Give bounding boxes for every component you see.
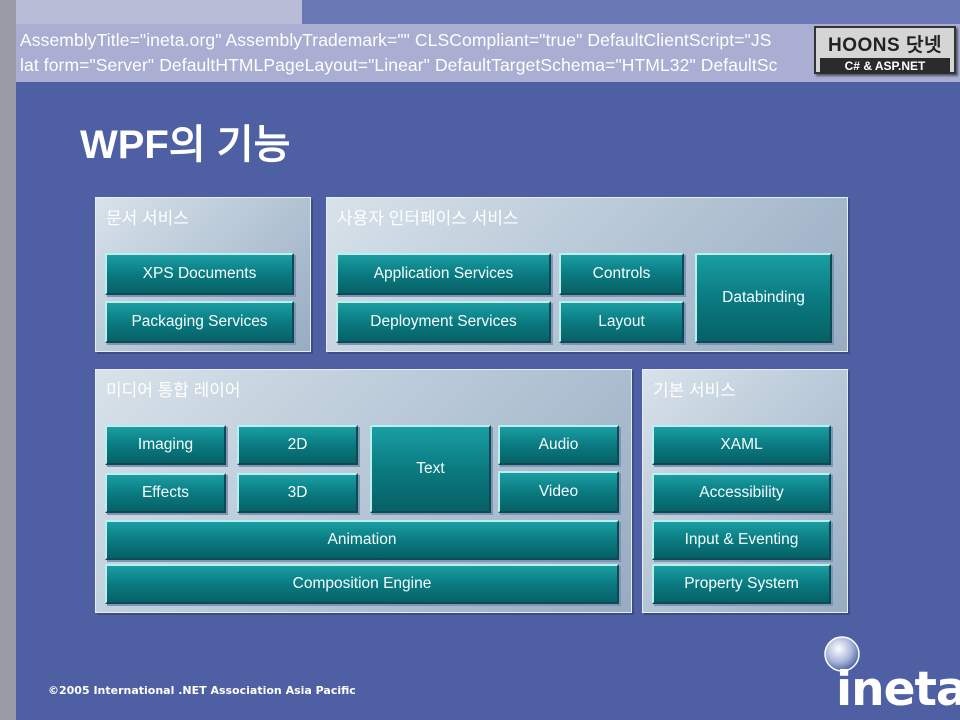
panel-document-services: 문서 서비스 XPS Documents Packaging Services [95, 197, 311, 352]
box-audio: Audio [498, 425, 619, 465]
panel-ui-services: 사용자 인터페이스 서비스 Application Services Deplo… [326, 197, 848, 352]
hoons-logo-title: HOONS 닷넷 [828, 35, 942, 56]
code-line-1: AssemblyTitle="ineta.org" AssemblyTradem… [20, 30, 772, 50]
box-accessibility: Accessibility [652, 473, 831, 513]
hoons-logo: HOONS 닷넷 C# & ASP.NET [814, 26, 956, 74]
box-deployment-services: Deployment Services [336, 301, 551, 343]
ineta-globe-icon [824, 636, 860, 672]
box-composition-engine: Composition Engine [105, 564, 619, 604]
box-video: Video [498, 471, 619, 513]
code-banner: AssemblyTitle="ineta.org" AssemblyTradem… [16, 24, 960, 82]
box-controls: Controls [559, 253, 684, 295]
left-strip [0, 0, 16, 720]
box-application-services: Application Services [336, 253, 551, 295]
box-imaging: Imaging [105, 425, 226, 465]
box-2d: 2D [237, 425, 358, 465]
box-3d: 3D [237, 473, 358, 513]
panel-title: 문서 서비스 [106, 209, 189, 228]
panel-title: 기본 서비스 [653, 381, 736, 400]
top-bar [302, 0, 960, 24]
box-xaml: XAML [652, 425, 831, 465]
box-xps-documents: XPS Documents [105, 253, 294, 295]
footer-copyright: ©2005 International .NET Association Asi… [48, 684, 356, 697]
panel-base-services: 기본 서비스 XAML Accessibility Input & Eventi… [642, 369, 848, 613]
box-databinding: Databinding [695, 253, 832, 343]
box-input-eventing: Input & Eventing [652, 520, 831, 560]
slide-title: WPF의 기능 [80, 123, 291, 167]
panel-title: 사용자 인터페이스 서비스 [337, 209, 519, 228]
box-animation: Animation [105, 520, 619, 560]
box-text: Text [370, 425, 491, 513]
box-packaging-services: Packaging Services [105, 301, 294, 343]
panel-title: 미디어 통합 레이어 [106, 381, 241, 400]
box-effects: Effects [105, 473, 226, 513]
hoons-logo-subtitle: C# & ASP.NET [820, 58, 950, 74]
panel-media-integration: 미디어 통합 레이어 Imaging Effects 2D 3D Text Au… [95, 369, 632, 613]
ineta-logo-text: ineta [836, 662, 960, 717]
box-layout: Layout [559, 301, 684, 343]
code-line-2: lat form="Server" DefaultHTMLPageLayout=… [20, 55, 778, 75]
box-property-system: Property System [652, 564, 831, 604]
top-tab [16, 0, 302, 24]
